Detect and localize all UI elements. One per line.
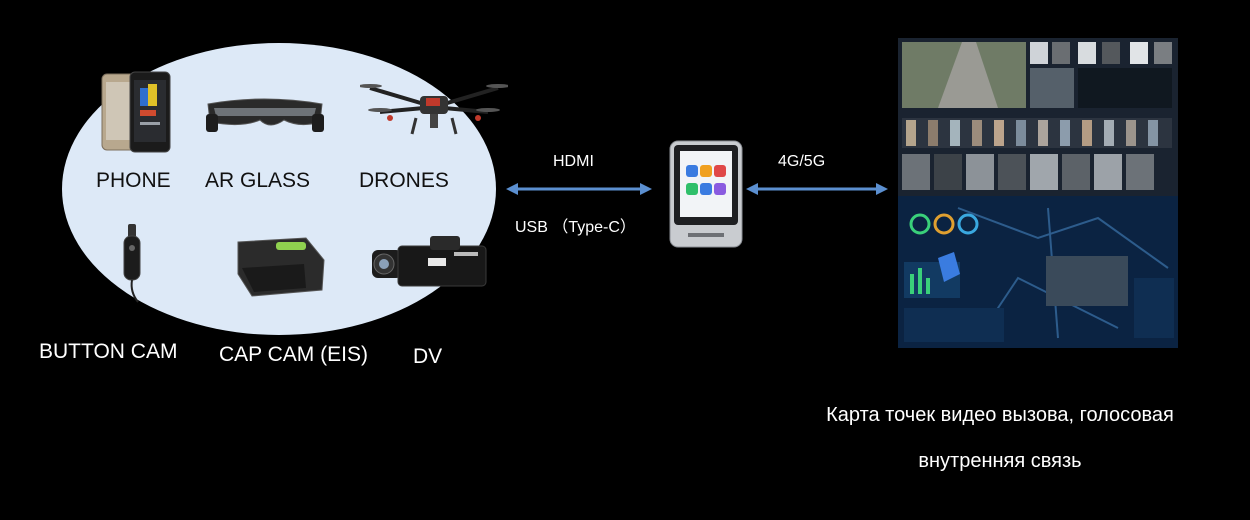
- left-double-arrow: [506, 181, 652, 197]
- encoder-device-icon: [668, 139, 744, 249]
- caption-line-1: Карта точек видео вызова, голосовая: [826, 404, 1174, 426]
- camcorder-icon: [370, 232, 490, 288]
- device-label-drones: DRONES: [359, 169, 449, 192]
- right-double-arrow: [746, 181, 888, 197]
- monitoring-dashboard-icon: [898, 38, 1178, 348]
- button-camera-icon: [118, 222, 148, 304]
- device-label-cap-cam: CAP CAM (EIS): [219, 343, 368, 366]
- device-label-phone: PHONE: [96, 169, 171, 192]
- cap-camera-icon: [232, 234, 328, 300]
- device-label-ar-glass: AR GLASS: [205, 169, 311, 192]
- drone-icon: [360, 78, 508, 138]
- phone-icon: [100, 70, 175, 154]
- device-label-button-cam: BUTTON CAM: [39, 340, 178, 363]
- ar-glasses-icon: [204, 92, 326, 142]
- link-label-usb: USB （Type-C）: [515, 219, 636, 236]
- device-label-dv: DV: [413, 345, 443, 368]
- caption-line-2: внутренняя связь: [918, 450, 1082, 472]
- link-label-4g5g: 4G/5G: [778, 153, 826, 170]
- link-label-hdmi: HDMI: [553, 153, 594, 170]
